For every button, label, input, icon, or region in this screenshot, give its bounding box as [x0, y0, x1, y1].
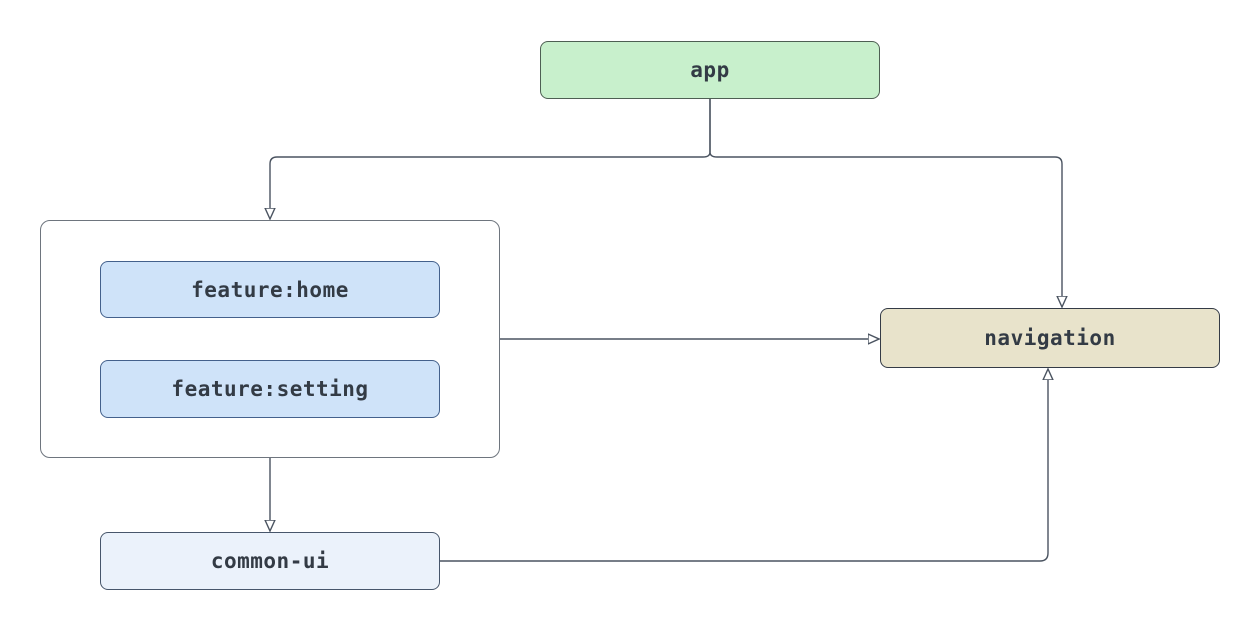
edge-app-to-features-group	[270, 99, 711, 208]
node-feature-home[interactable]: feature:home	[100, 261, 440, 318]
node-app[interactable]: app	[540, 41, 880, 99]
node-app-label: app	[690, 58, 730, 82]
node-common-ui[interactable]: common-ui	[100, 532, 440, 590]
node-common-ui-label: common-ui	[210, 549, 330, 573]
edge-app-to-navigation	[709, 99, 1062, 296]
node-feature-home-label: feature:home	[191, 277, 349, 302]
node-feature-setting-label: feature:setting	[171, 377, 369, 401]
features-group-container	[40, 220, 500, 458]
node-navigation-label: navigation	[984, 326, 1116, 350]
edge-common-ui-to-navigation	[440, 380, 1048, 562]
node-feature-setting[interactable]: feature:setting	[100, 360, 440, 418]
node-navigation[interactable]: navigation	[880, 308, 1220, 368]
